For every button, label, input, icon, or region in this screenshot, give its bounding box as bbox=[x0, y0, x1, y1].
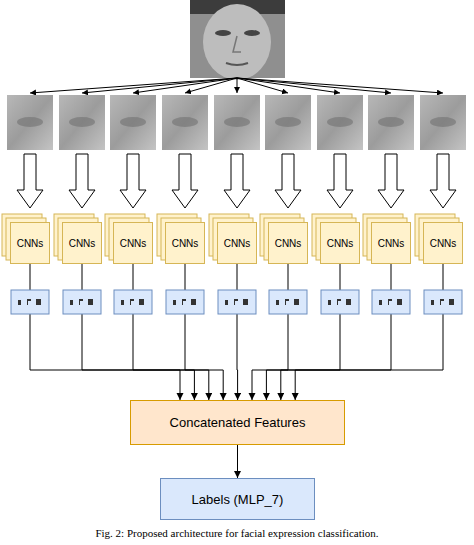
cnn-box: CNNs bbox=[113, 222, 153, 264]
node-label: CNNs bbox=[69, 238, 96, 249]
connector-arrow bbox=[237, 445, 238, 478]
node-label: CNNs bbox=[275, 238, 302, 249]
connector-arrow bbox=[252, 264, 288, 400]
cnn-box: CNNs bbox=[371, 222, 411, 264]
connector-arrow bbox=[30, 264, 180, 400]
connector-arrow bbox=[266, 264, 340, 400]
connector-arrow bbox=[295, 264, 443, 400]
connector-arrow bbox=[185, 264, 223, 400]
cnn-box: CNNs bbox=[165, 222, 205, 264]
cnn-box: CNNs bbox=[217, 222, 257, 264]
concat-box: Concatenated Features bbox=[130, 400, 345, 445]
connector-arrow bbox=[237, 264, 239, 400]
node-label: CNNs bbox=[224, 238, 251, 249]
hollow-arrows bbox=[17, 154, 456, 208]
cnn-box: CNNs bbox=[320, 222, 360, 264]
split-arrows bbox=[30, 78, 443, 93]
face-patches bbox=[7, 95, 466, 150]
cnn-box: CNNs bbox=[62, 222, 102, 264]
node-label: CNNs bbox=[17, 238, 44, 249]
cnn-box: CNNs bbox=[10, 222, 50, 264]
face-photo bbox=[190, 0, 285, 80]
figure-caption: Fig. 2: Proposed architecture for facial… bbox=[0, 527, 474, 539]
connector-arrow bbox=[281, 264, 391, 400]
classifier-box: Labels (MLP_7) bbox=[160, 478, 315, 520]
node-label: CNNs bbox=[172, 238, 199, 249]
node-label: CNNs bbox=[120, 238, 147, 249]
node-label: CNNs bbox=[430, 238, 457, 249]
cnn-box: CNNs bbox=[423, 222, 463, 264]
cnn-box: CNNs bbox=[268, 222, 308, 264]
connector-arrow bbox=[82, 264, 194, 400]
feature-vectors bbox=[11, 290, 462, 314]
node-label: CNNs bbox=[378, 238, 405, 249]
node-label: Concatenated Features bbox=[170, 415, 306, 430]
node-label: Labels (MLP_7) bbox=[192, 492, 284, 507]
connector-arrow bbox=[133, 264, 209, 400]
node-label: CNNs bbox=[327, 238, 354, 249]
